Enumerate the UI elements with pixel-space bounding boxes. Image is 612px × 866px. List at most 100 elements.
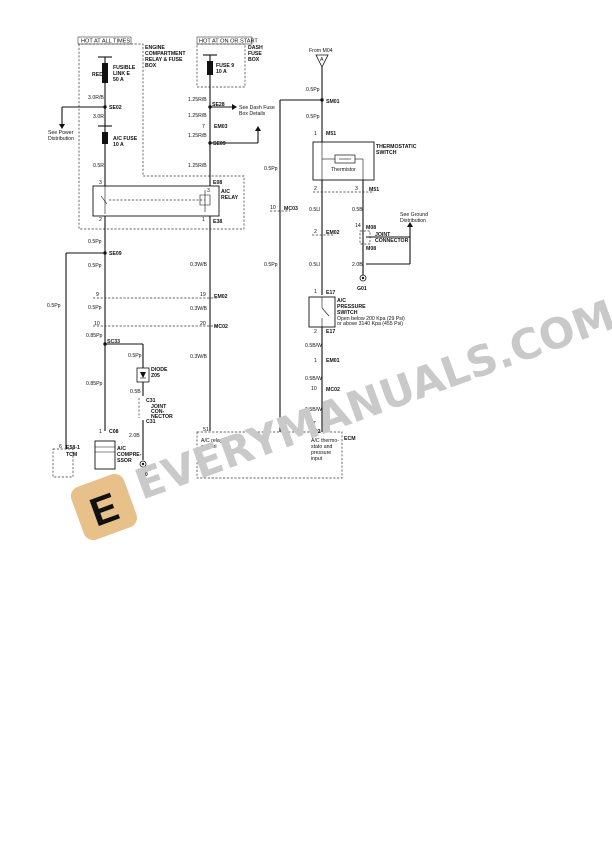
wire-0-5bw-2: 0.5B/W <box>305 376 322 382</box>
ecm-input-label-3: pressure <box>311 450 331 456</box>
wire-2-0b: 2.0B <box>129 433 140 439</box>
engine-box-label-1: ENGINE <box>145 45 165 51</box>
pin-1-c08: 1 <box>99 429 102 435</box>
wire-0-5pp-1: 0.5Pp <box>88 239 102 245</box>
compressor-box <box>94 440 116 470</box>
connector-e08: E08 <box>213 180 222 186</box>
pin-3-relay-b: 3 <box>207 188 210 194</box>
connector-se09-b: SE09 <box>213 141 226 147</box>
see-dash-label-1: See Dash Fuse <box>239 105 275 111</box>
fuse9-label-1: FUSE 9 <box>216 63 234 69</box>
wire-0-3wb-3: 0.3W/B <box>190 354 208 360</box>
fusible-link-icon <box>102 63 108 83</box>
joint2-label-3: NECTOR <box>151 414 173 420</box>
connector-se28: SE28 <box>212 102 225 108</box>
connector-m08-b: M08 <box>366 246 376 252</box>
pin-2-e17: 2 <box>314 329 317 335</box>
watermark-logo-icon <box>70 473 138 541</box>
wire-1-25rb-3: 1.25R/B <box>188 133 207 139</box>
pin-51: 51 <box>203 427 209 433</box>
connector-sc33: SC33 <box>107 339 120 345</box>
connector-c02: C02 <box>311 429 321 435</box>
diode-label-2: Z05 <box>151 373 160 379</box>
wire-0-5bw-1: 0.5B/W <box>305 343 322 349</box>
wire-0-5li-2: 0.5Ll <box>309 262 320 268</box>
ac-fuse-icon <box>102 132 108 144</box>
ac-relay-box <box>92 185 220 217</box>
wire-1-25rb-4: 1.25R/B <box>188 163 207 169</box>
see-se09-arrow-icon <box>255 126 261 131</box>
see-ground-arrow-icon <box>407 222 413 227</box>
see-power-label-1: See Power <box>48 130 74 136</box>
pin-10-a: 10 <box>94 321 100 327</box>
pin-1-relay: 1 <box>202 217 205 223</box>
pin-19: 19 <box>200 292 206 298</box>
pin-17: 17 <box>310 421 316 427</box>
joint-label-2: CONNECTOR <box>375 238 409 244</box>
connector-m08-a: M08 <box>366 225 376 231</box>
ecm-label: ECM <box>344 436 356 442</box>
fusible-link-label-2: LINK E <box>113 71 131 77</box>
ac-relay-label-2: RELAY <box>221 195 239 201</box>
from-m04-arrow-icon <box>315 54 329 68</box>
wire-3-0rb: 3.0R/B <box>88 95 104 101</box>
pin-2-relay: 2 <box>99 217 102 223</box>
ecm-relay-label-1: A/C relay <box>201 438 223 444</box>
connector-em02: EM02 <box>214 294 228 300</box>
joint2-label-2: CON- <box>151 409 165 415</box>
engine-box-label-4: BOX <box>145 63 157 69</box>
pin-16: 10 <box>270 205 276 211</box>
pressure-note-1: Open below 200 Kpa (29 Psi) <box>337 316 405 322</box>
connector-em01: EM01 <box>326 358 340 364</box>
thermistor-label: Thermistor <box>331 167 356 173</box>
ecm-input-label-1: A/C thermo- <box>311 438 339 444</box>
wire-0-5pp-top: 0.5Pp <box>306 87 320 93</box>
connector-c31-b: C31 <box>146 419 156 425</box>
engine-compartment-box <box>78 43 245 230</box>
connector-g01: G01 <box>357 286 367 292</box>
dash-box-label-1: DASH <box>248 45 263 51</box>
connector-c08: C08 <box>109 429 119 435</box>
compressor-label-1: A/C <box>117 446 126 452</box>
pin-1-e17: 1 <box>314 289 317 295</box>
wire-0-5pp-2: 0.5Pp <box>88 263 102 269</box>
connector-mc02-b: MC02 <box>326 387 340 393</box>
fusible-link-label-1: FUSIBLE <box>113 65 136 71</box>
pin-2-m51: 2 <box>314 186 317 192</box>
connector-mc02: MC02 <box>214 324 228 330</box>
see-dash-label-2: Box Details <box>239 111 266 117</box>
thermo-label-2: SWITCH <box>376 150 397 156</box>
pressure-note-2: or above 3140 Kpa (455 Psi) <box>337 321 403 327</box>
connector-se09: SE09 <box>109 251 122 257</box>
tcm-label: TCM <box>66 452 77 458</box>
connector-sm01: SM01 <box>326 99 340 105</box>
wire-0-5pp-3: 0.5Pp <box>88 305 102 311</box>
pin-1-em01: 1 <box>314 358 317 364</box>
dash-box-label-2: FUSE <box>248 51 262 57</box>
see-dash-arrow-icon <box>232 104 237 110</box>
ac-fuse-label-2: 10 A <box>113 142 124 148</box>
pin-7-em03: 7 <box>202 124 205 130</box>
wire-0-85pp-2: 0.85Pp <box>86 381 103 387</box>
pin-6-tcm: 6 <box>59 444 62 450</box>
connector-g10: G10 <box>138 472 148 478</box>
ac-fuse-label-1: A/C FUSE <box>113 136 138 142</box>
tcm-box <box>52 448 74 478</box>
pin-2-em02: 2 <box>314 229 317 235</box>
pin-3-m51: 3 <box>355 186 358 192</box>
connector-e58: E58-1 <box>66 445 80 451</box>
wire-0-5r: 0.5R <box>93 163 104 169</box>
connector-e17-a: E17 <box>326 290 335 296</box>
dash-box-label-3: BOX <box>248 57 260 63</box>
wire-0-5bw-3: 0.5B/W <box>305 407 322 413</box>
pin-14: 14 <box>355 223 361 229</box>
engine-box-label-2: COMPARTMENT <box>145 51 186 57</box>
pressure-label-1: A/C <box>337 298 346 304</box>
dash-fuse-box <box>196 43 246 88</box>
red-label: RED <box>92 72 103 78</box>
ecm-input-label-2: stato and <box>311 444 332 450</box>
connector-em02-b: EM02 <box>326 230 340 236</box>
connector-e17-b: E17 <box>326 329 335 335</box>
compressor-label-3: SSOR <box>117 458 132 464</box>
